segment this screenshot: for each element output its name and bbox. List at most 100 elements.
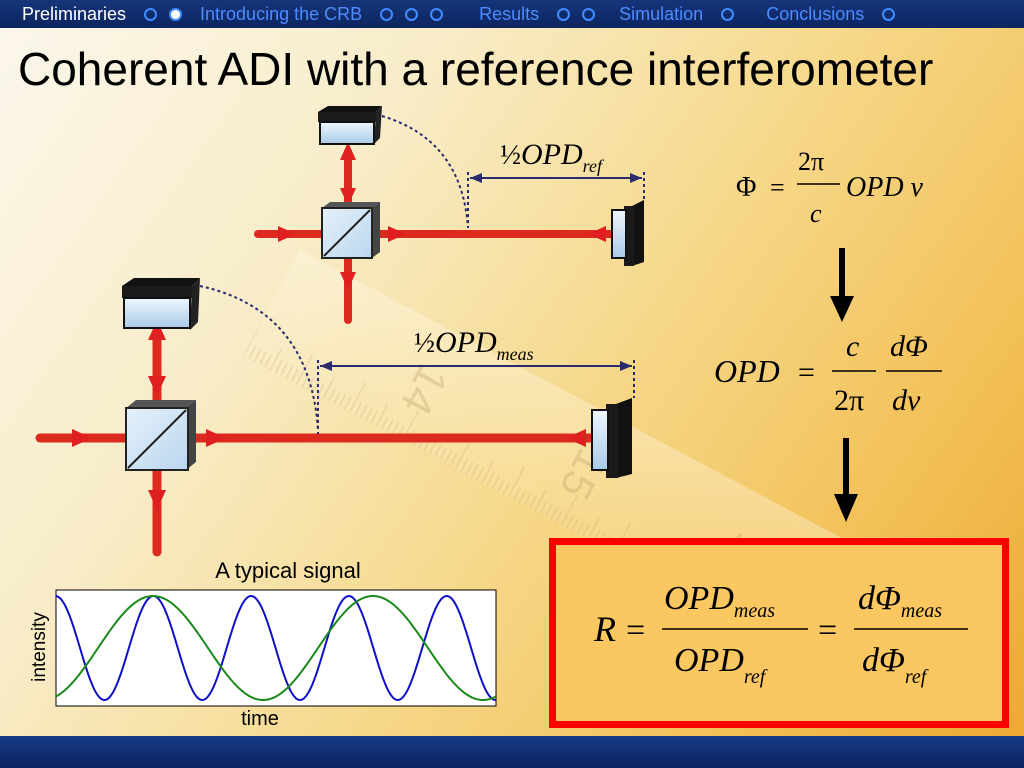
- ruler-tick: [274, 360, 283, 374]
- ref-top-mirror-back: [318, 106, 382, 112]
- ruler-tick: [544, 503, 553, 517]
- ruler-tick: [513, 486, 522, 500]
- ruler-tick: [491, 475, 500, 489]
- nav-section-label: Simulation: [619, 3, 704, 24]
- eq3-den1: OPDref: [674, 642, 768, 688]
- arrow-down-icon: [340, 188, 356, 206]
- nav-section-4[interactable]: Conclusions: [766, 0, 896, 28]
- nav-slide-dot-icon[interactable]: [169, 7, 183, 21]
- arrow-down-icon: [834, 494, 858, 522]
- ruler-tick: [497, 478, 506, 492]
- bottom-bar: [0, 736, 1024, 768]
- ruler-tick: [576, 520, 585, 534]
- ruler-tick: [391, 422, 400, 436]
- ruler-tick: [343, 396, 352, 410]
- arrow-up-icon: [340, 142, 356, 160]
- meas-top-mirror-body: [122, 286, 192, 298]
- ruler-tick: [454, 438, 473, 469]
- meas-rotation-arc: [199, 285, 319, 431]
- slide-title: Coherent ADI with a reference interferom…: [18, 43, 934, 95]
- eq2-numerator-1: c: [846, 330, 859, 363]
- ruler-tick: [290, 368, 299, 382]
- signal-y-label: intensity: [29, 612, 50, 682]
- ruler-tick: [359, 405, 368, 419]
- meas-right-mirror-back: [616, 398, 632, 478]
- ruler-tick: [470, 464, 479, 478]
- ref-opd-main: OPD: [521, 138, 583, 171]
- ruler-tick: [258, 351, 267, 365]
- equation-phase: Φ = 2π c OPD ν: [736, 147, 924, 228]
- arrow-down-icon: [148, 376, 166, 396]
- ruler-tick: [306, 377, 315, 391]
- ruler-tick: [375, 404, 389, 427]
- ruler-tick: [460, 458, 469, 472]
- ruler-tick: [587, 517, 600, 540]
- ratio-equation: R = OPDmeas OPDref = dΦmeas dΦref: [593, 580, 968, 688]
- ruler-tick: [280, 362, 288, 377]
- ruler-tick: [386, 419, 394, 433]
- nav-section-2[interactable]: Results: [479, 0, 596, 28]
- ruler-tick: [243, 325, 261, 357]
- nav-section-3[interactable]: Simulation: [619, 0, 735, 28]
- ruler-tick: [476, 467, 484, 481]
- arrow-down-icon: [340, 272, 356, 290]
- meas-opd-sub: meas: [497, 344, 534, 364]
- meas-right-mirror-face: [591, 409, 609, 471]
- arrow-left-icon: [470, 173, 482, 183]
- nav-section-0[interactable]: Preliminaries: [22, 0, 183, 28]
- ruler-tick: [269, 348, 283, 371]
- arrow-right-icon: [278, 226, 296, 242]
- ref-right-mirror-body: [624, 206, 634, 266]
- meas-opd-label: ½OPDmeas: [414, 326, 534, 364]
- arrow-right-icon: [206, 429, 226, 447]
- eq2-equals: =: [798, 356, 815, 389]
- eq2-denominator-2: dν: [892, 384, 921, 417]
- ruler-tick: [550, 506, 559, 520]
- eq3-num1-sub: meas: [734, 600, 775, 622]
- ratio-result-box: R = OPDmeas OPDref = dΦmeas dΦref: [549, 538, 1009, 728]
- equation-opd: OPD = c 2π dΦ dν: [714, 330, 942, 417]
- nav-slide-dot-icon[interactable]: [721, 7, 735, 21]
- arrow-down-icon: [830, 296, 854, 322]
- nav-section-label: Results: [479, 3, 540, 24]
- meas-top-mirror-side: [190, 278, 200, 330]
- nav-slide-dot-icon[interactable]: [882, 7, 896, 21]
- ruler-tick: [311, 379, 320, 393]
- eq3-lhs: R: [593, 609, 616, 649]
- nav-slide-dot-icon[interactable]: [380, 7, 394, 21]
- ruler-tick: [322, 376, 336, 399]
- ruler-tick: [449, 453, 458, 467]
- ruler-tick: [327, 388, 336, 402]
- nav-slide-dot-icon[interactable]: [430, 7, 444, 21]
- meas-opd-fraction: ½: [414, 328, 435, 359]
- measurement-interferometer: ½OPDmeas: [35, 278, 635, 557]
- ref-top-mirror-body: [318, 112, 376, 122]
- arrow-left-icon: [588, 226, 606, 242]
- nav-slide-dot-icon[interactable]: [144, 7, 158, 21]
- ruler-tick: [264, 354, 273, 368]
- eq1-numerator: 2π: [798, 147, 824, 176]
- nav-section-1[interactable]: Introducing the CRB: [200, 0, 444, 28]
- nav-section-label: Conclusions: [766, 3, 865, 24]
- nav-section-label: Preliminaries: [22, 3, 127, 24]
- nav-slide-dot-icon[interactable]: [405, 7, 419, 21]
- arrow-left-icon: [566, 429, 586, 447]
- ruler-tick: [486, 472, 495, 486]
- eq3-den2: dΦref: [862, 642, 929, 688]
- ruler-tick: [354, 402, 363, 416]
- nav-slide-dot-icon[interactable]: [557, 7, 571, 21]
- eq3-num1: OPDmeas: [664, 580, 775, 622]
- eq3-num2: dΦmeas: [858, 580, 942, 622]
- eq2-denominator-1: 2π: [834, 384, 864, 417]
- meas-beamsplitter-diagonal: [127, 409, 187, 469]
- ruler-tick: [370, 410, 379, 424]
- ruler-tick: [364, 408, 373, 422]
- ruler-tick: [529, 495, 537, 509]
- ref-opd-sub: ref: [583, 156, 605, 176]
- eq3-den1-main: OPD: [674, 642, 744, 679]
- ruler-tick: [433, 444, 442, 458]
- eq3-den1-sub: ref: [744, 666, 768, 688]
- signal-x-label: time: [241, 708, 279, 730]
- nav-slide-dot-icon[interactable]: [582, 7, 596, 21]
